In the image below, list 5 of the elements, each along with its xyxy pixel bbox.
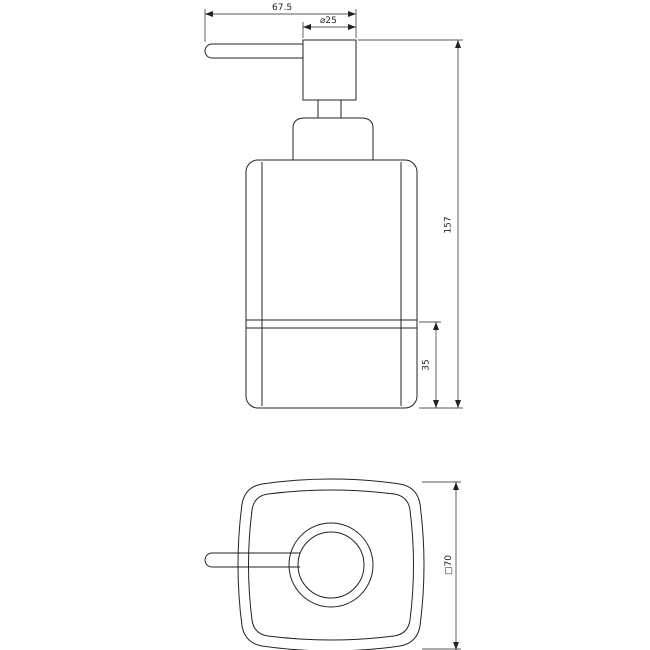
dimension-label: ⌀25 — [320, 16, 337, 26]
dimension-label: 35 — [422, 359, 432, 371]
dimension-label: □70 — [444, 555, 454, 575]
dimension-label: 67.5 — [272, 3, 292, 13]
dimension-label: 157 — [444, 216, 454, 234]
